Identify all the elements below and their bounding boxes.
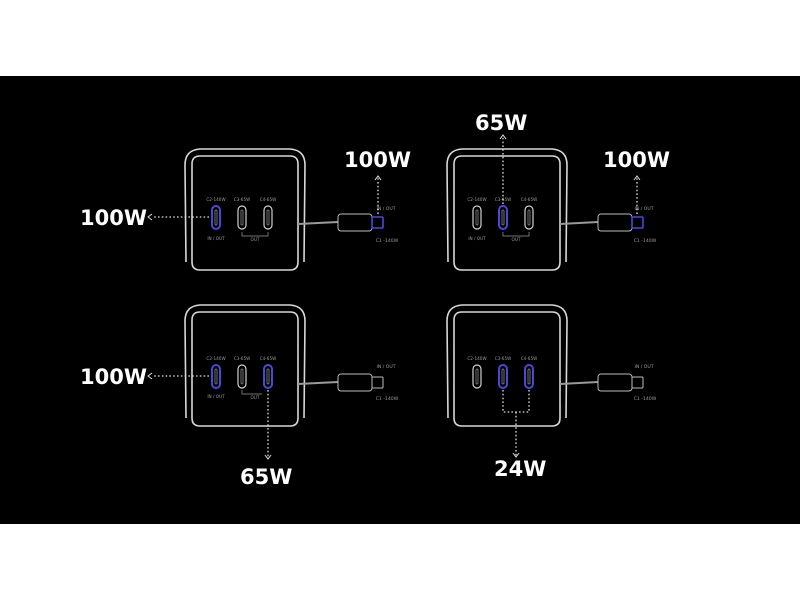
usb-cable [559,221,599,225]
charger-handle [184,148,306,263]
in-out-label: IN / OUT [207,394,225,399]
cable-c1-label: C1 -140W [376,238,399,244]
port-c3-label: C3-65W [234,197,251,202]
port-c3-label: C3-65W [495,356,512,361]
cable-c1-label: C1 -140W [634,396,657,402]
cable-plug [597,373,633,392]
wattage-right: 100W [603,148,670,172]
port-c4 [263,364,273,389]
port-c2-label: C2-140W [467,356,486,361]
charger-body [191,311,299,427]
diagram-stage: C2-140W C3-65W C4-65W IN / OUT OUT IN / … [0,76,800,524]
in-out-label: IN / OUT [207,236,225,241]
port-c2-label: C2-140W [206,356,225,361]
port-c2-label: C2-140W [467,197,486,202]
port-c4-label: C4-65W [260,197,277,202]
port-c4-label: C4-65W [260,356,277,361]
cable-c1-label: C1 -140W [376,396,399,402]
cable-in-out-label: IN / OUT [376,206,395,212]
charger-body [453,311,561,427]
out-label: OUT [251,237,260,242]
port-c2 [211,364,221,389]
cable-c1-label: C1 -140W [634,238,657,244]
port-c2 [211,205,221,230]
panel-bottom-left: C2-140W C3-65W C4-65W IN / OUT OUT IN / … [80,304,399,489]
port-c3 [498,205,508,230]
out-label: OUT [251,395,260,400]
wattage-bottom: 24W [494,457,546,481]
port-c3 [237,364,247,389]
panel-top-left: C2-140W C3-65W C4-65W IN / OUT OUT IN / … [80,148,411,271]
out-label: OUT [512,237,521,242]
charger-body [191,155,299,271]
charger-body [453,155,561,271]
charger-diagram: C2-140W C3-65W C4-65W IN / OUT OUT IN / … [80,111,670,489]
wattage-bottom: 65W [240,465,292,489]
charger-handle [446,148,568,263]
wattage-left: 100W [80,206,147,230]
charger-handle [446,304,568,419]
cable-in-out-label: IN / OUT [634,206,653,212]
port-c2-label: C2-140W [206,197,225,202]
usb-cable [297,221,339,225]
plug-tip-active [371,216,384,229]
port-c4 [524,205,534,230]
in-out-label: IN / OUT [468,236,486,241]
plug-tip-active [631,216,644,229]
port-c3 [237,205,247,230]
cable-in-out-label: IN / OUT [376,364,395,370]
cable-plug [597,213,633,232]
port-c4-label: C4-65W [521,356,538,361]
wattage-top: 65W [475,111,527,135]
port-c2 [472,205,482,230]
cable-in-out-label: IN / OUT [634,364,653,370]
plug-tip [371,376,384,389]
plug-tip [631,376,644,389]
port-c4 [263,205,273,230]
charger-handle [184,304,306,419]
cable-plug [337,213,373,232]
port-c4 [524,364,534,389]
callout-bracket [502,390,530,413]
port-c3 [498,364,508,389]
usb-cable [297,381,339,385]
panel-top-right: C2-140W C3-65W C4-65W IN / OUT OUT IN / … [446,111,670,271]
panel-bottom-right: C2-140W C3-65W C4-65W IN / OUT C1 -140W … [446,304,657,481]
wattage-right: 100W [344,148,411,172]
port-c3-label: C3-65W [234,356,251,361]
port-c4-label: C4-65W [521,197,538,202]
wattage-left: 100W [80,365,147,389]
cable-plug [337,373,373,392]
port-c2 [472,364,482,389]
usb-cable [559,381,599,385]
